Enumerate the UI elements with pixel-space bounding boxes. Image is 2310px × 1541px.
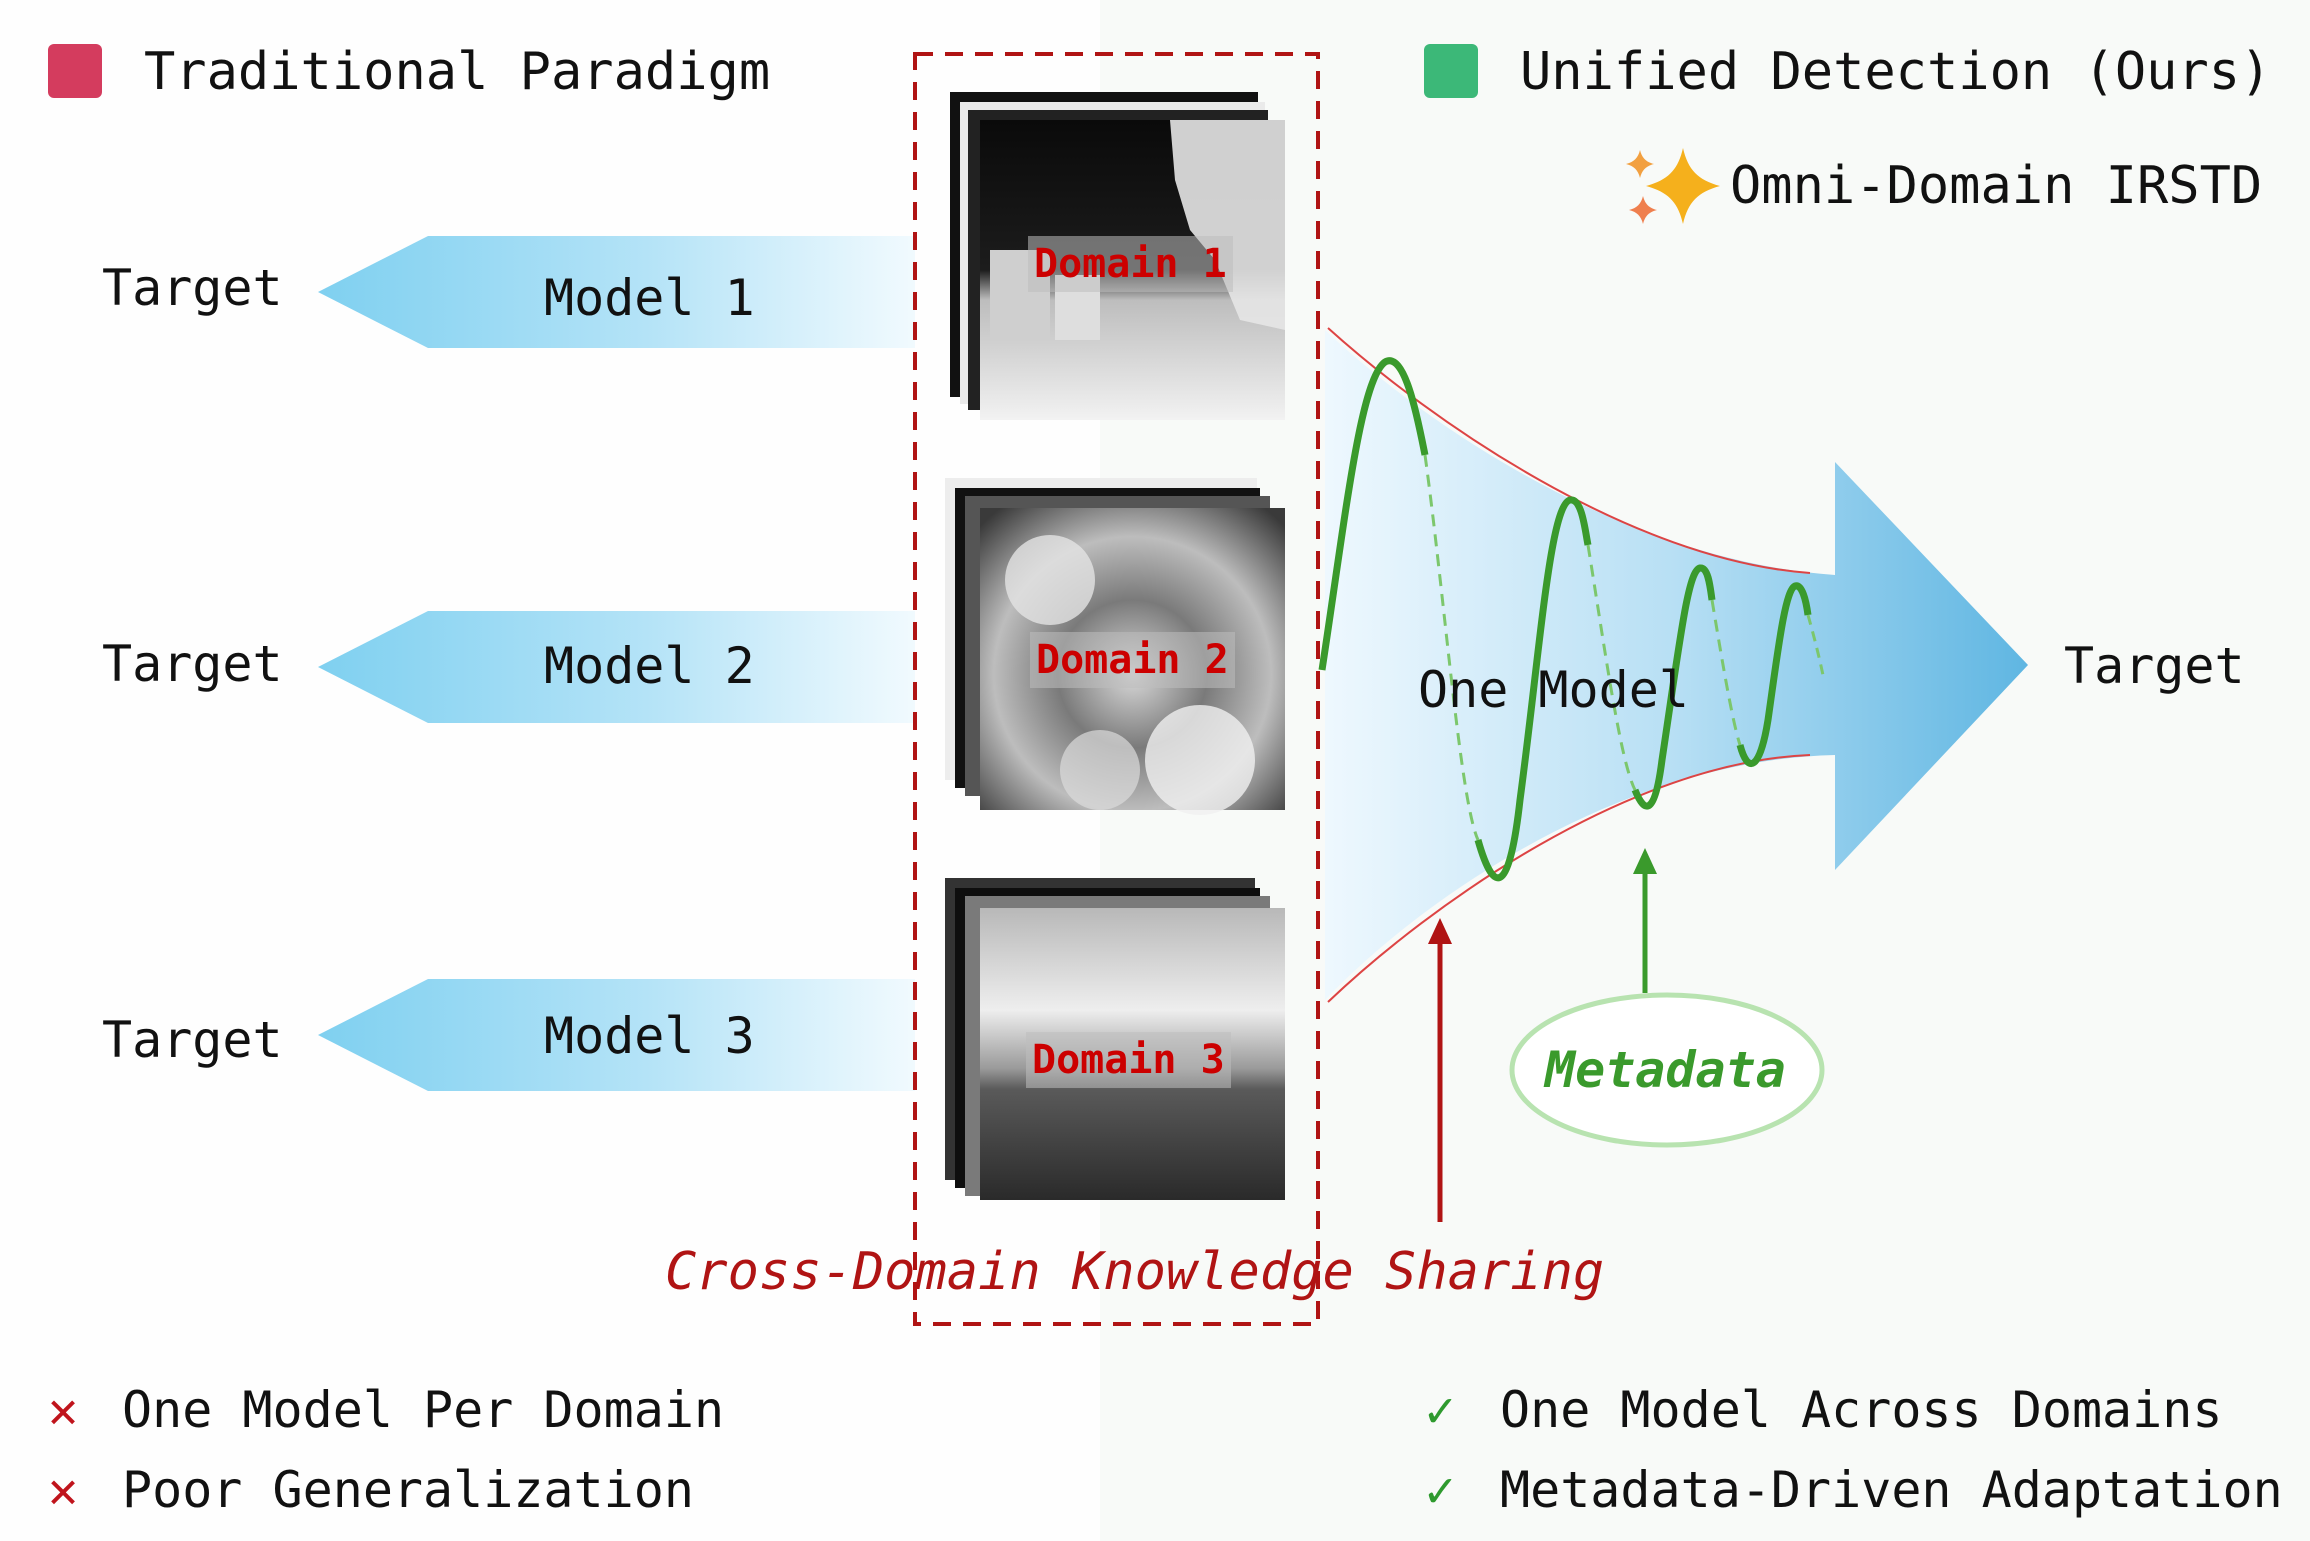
unified-legend-label: Unified Detection (Ours) xyxy=(1520,42,2272,102)
model-label-1: Model 1 xyxy=(544,269,755,327)
domain-3-image-stack xyxy=(945,878,1285,1200)
model-label-3: Model 3 xyxy=(544,1007,755,1065)
con-item-1: One Model Per Domain xyxy=(122,1381,725,1439)
one-model-label: One Model xyxy=(1418,661,1689,719)
model-arrow-2 xyxy=(318,611,915,723)
target-label-2: Target xyxy=(102,635,283,693)
check-icon: ✓ xyxy=(1425,1461,1456,1519)
adaptation-wave xyxy=(1318,357,1826,882)
traditional-legend-swatch xyxy=(48,44,102,98)
domain-label-2: Domain 2 xyxy=(1030,632,1235,688)
unified-legend-swatch xyxy=(1424,44,1478,98)
target-label-1: Target xyxy=(102,259,283,317)
metadata-label: Metadata xyxy=(1545,1041,1786,1099)
knowledge-sharing-arrow xyxy=(1428,918,1452,1222)
model-arrow-3 xyxy=(318,979,915,1091)
domain-label-3: Domain 3 xyxy=(1026,1032,1231,1088)
omni-domain-label: Omni-Domain IRSTD xyxy=(1730,156,2263,216)
cross-domain-sharing-label: Cross-Domain Knowledge Sharing xyxy=(665,1242,1605,1302)
pro-item-1: One Model Across Domains xyxy=(1500,1381,2223,1439)
domain-label-1: Domain 1 xyxy=(1028,236,1233,292)
model-arrow-1 xyxy=(318,236,915,348)
sparkles-icon xyxy=(1626,148,1720,224)
cross-icon: ✕ xyxy=(48,1461,79,1519)
domain-group-dashed-box xyxy=(913,52,1320,1326)
traditional-legend-label: Traditional Paradigm xyxy=(144,42,771,102)
con-item-2: Poor Generalization xyxy=(122,1461,694,1519)
metadata-ellipse xyxy=(1509,992,1825,1148)
check-icon: ✓ xyxy=(1425,1381,1456,1439)
pro-item-2: Metadata-Driven Adaptation xyxy=(1500,1461,2283,1519)
model-label-2: Model 2 xyxy=(544,637,755,695)
metadata-arrow xyxy=(1633,848,1657,993)
unified-target-label: Target xyxy=(2064,637,2245,695)
target-label-3: Target xyxy=(102,1011,283,1069)
cross-icon: ✕ xyxy=(48,1381,79,1439)
